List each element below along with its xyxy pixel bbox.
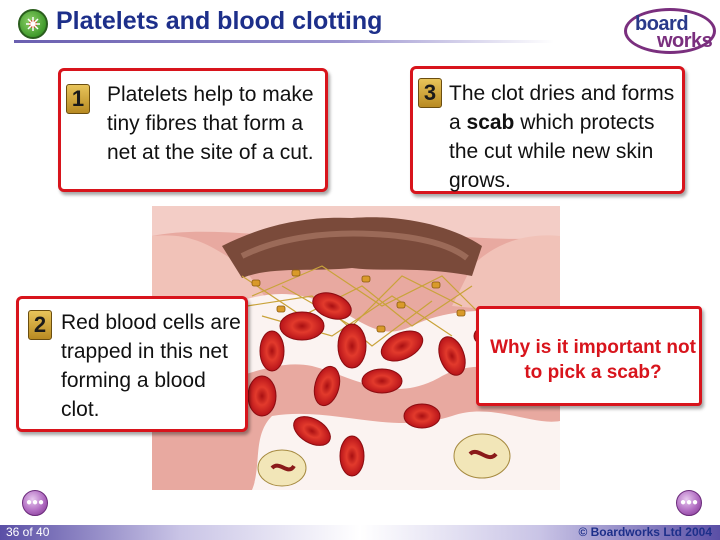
- step-2-text: Red blood cells are trapped in this net …: [61, 311, 241, 421]
- step-3-text-after: which protects the cut while new skin gr…: [449, 111, 655, 192]
- logo-text-top: board: [635, 13, 689, 35]
- copyright-text: © Boardworks Ltd 2004: [578, 525, 712, 539]
- topic-icon: [18, 9, 48, 39]
- step-1-number-badge: 1: [66, 84, 90, 114]
- logo-text-bottom: works: [657, 30, 713, 52]
- step-3-keyword-scab: scab: [466, 111, 515, 134]
- step-1-text: Platelets help to make tiny fibres that …: [107, 83, 314, 164]
- question-box: Why is it important not to pick a scab?: [476, 306, 702, 406]
- blood-clot-illustration: [152, 206, 560, 490]
- boardworks-logo: board works: [624, 8, 716, 54]
- page-number: 36 of 40: [6, 525, 50, 539]
- step-2-number-badge: 2: [28, 310, 52, 340]
- question-text: Why is it important not to pick a scab?: [490, 337, 696, 383]
- step-3-text: The clot dries and forms a scab which pr…: [449, 79, 685, 195]
- title-underline: [14, 40, 554, 43]
- step-3-box: The clot dries and forms a scab which pr…: [410, 66, 685, 194]
- step-1-box: Platelets help to make tiny fibres that …: [58, 68, 328, 192]
- left-arrow-icon: ●●●: [25, 497, 45, 508]
- next-slide-button[interactable]: ●●●: [676, 490, 702, 516]
- previous-slide-button[interactable]: ●●●: [22, 490, 48, 516]
- step-3-number-badge: 3: [418, 78, 442, 108]
- right-arrow-icon: ●●●: [679, 497, 699, 508]
- page-title: Platelets and blood clotting: [56, 7, 383, 35]
- footer-bar: [0, 525, 720, 540]
- step-2-box: Red blood cells are trapped in this net …: [16, 296, 248, 432]
- step-3-text-before: The clot dries and forms a: [449, 82, 675, 134]
